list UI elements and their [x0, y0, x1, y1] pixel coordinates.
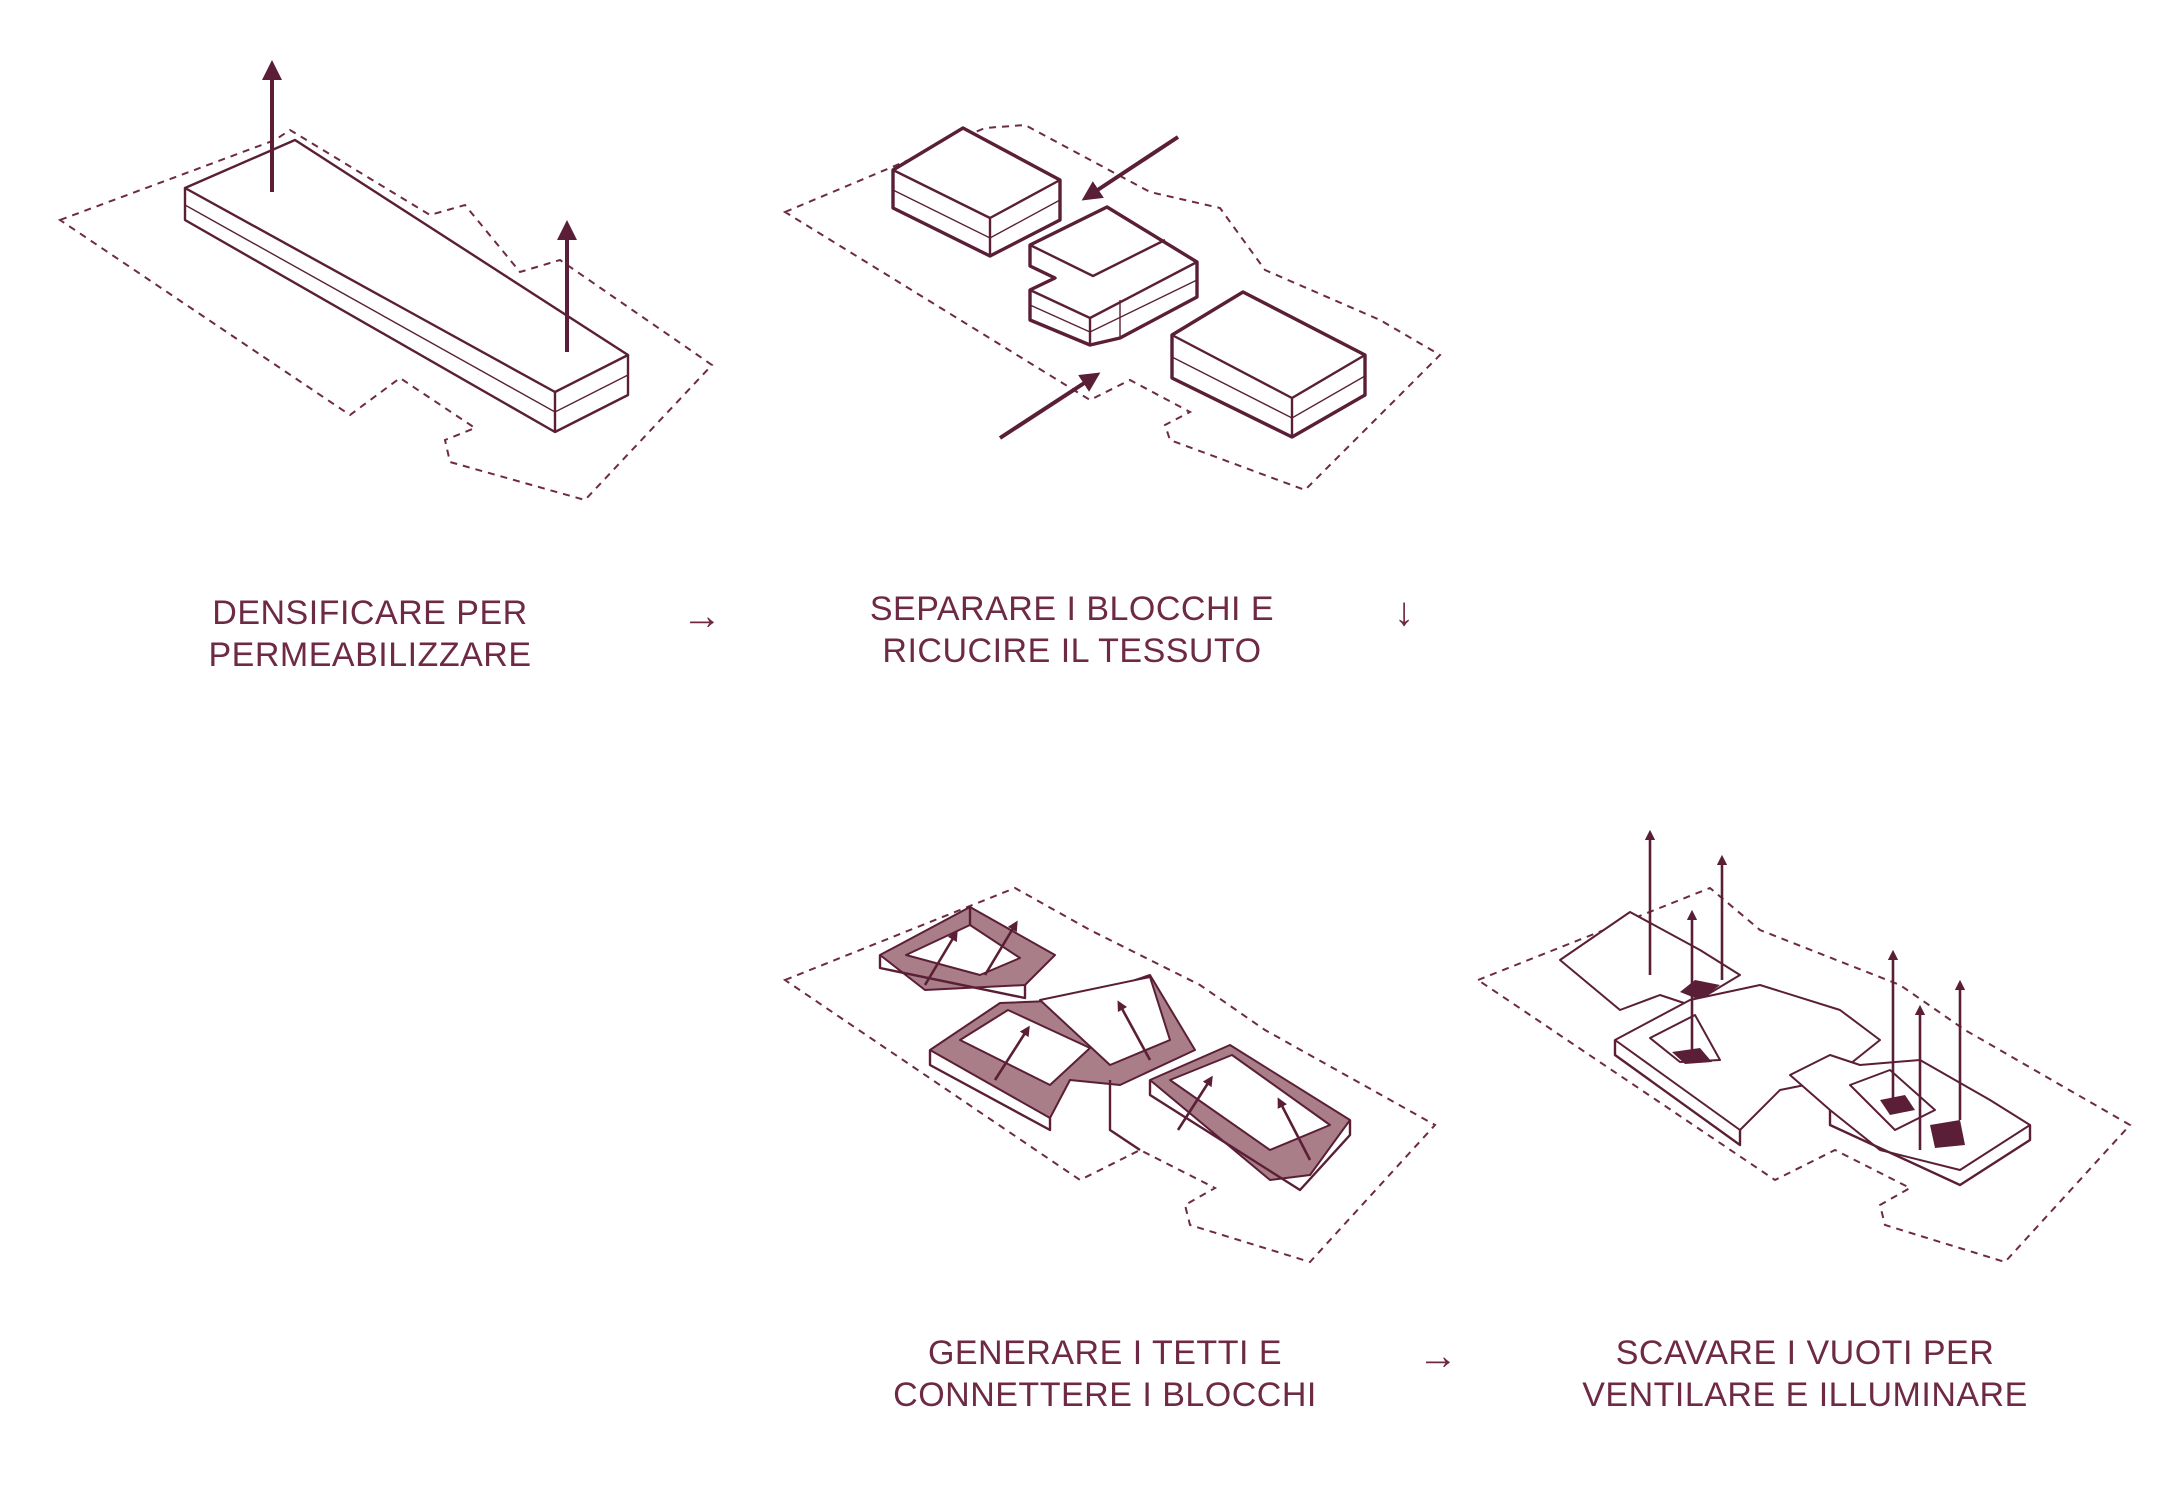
step2-diagram: [782, 123, 1442, 492]
next-arrow: →: [682, 594, 722, 638]
site-boundary: [782, 886, 1437, 1264]
caption-step1: DENSIFICARE PER PERMEABILIZZARE: [180, 592, 560, 676]
step3-diagram: [782, 886, 1437, 1264]
caption-line: SEPARARE I BLOCCHI E: [869, 590, 1275, 628]
site-boundary: [57, 128, 714, 502]
caption-step2: SEPARARE I BLOCCHI E RICUCIRE IL TESSUTO: [862, 588, 1282, 672]
block-a: [891, 126, 1062, 258]
site-boundary: [1475, 886, 2132, 1264]
caption-step4: SCAVARE I VUOTI PER VENTILARE E ILLUMINA…: [1570, 1332, 2040, 1416]
step1-diagram: [57, 60, 714, 502]
down-arrow: ↓: [1394, 590, 1414, 634]
roof-arrow: [923, 930, 958, 986]
push-arrow: [998, 372, 1101, 440]
push-arrow: [1081, 135, 1180, 201]
caption-line: GENERARE I TETTI E: [927, 1334, 1283, 1372]
caption-line: PERMEABILIZZARE: [208, 636, 532, 674]
caption-line: RICUCIRE IL TESSUTO: [882, 632, 1262, 670]
caption-line: SCAVARE I VUOTI PER: [1615, 1334, 1995, 1372]
roof-arrow: [983, 920, 1018, 976]
site-boundary: [782, 123, 1442, 492]
next-arrow: →: [1418, 1334, 1458, 1378]
caption-line: CONNETTERE I BLOCCHI: [893, 1376, 1317, 1414]
caption-line: VENTILARE E ILLUMINARE: [1582, 1376, 2028, 1414]
block-c: [1170, 290, 1367, 439]
caption-step3: GENERARE I TETTI E CONNETTERE I BLOCCHI: [885, 1332, 1325, 1416]
roof-arrow: [1117, 1000, 1152, 1061]
roof-arrow: [1176, 1075, 1213, 1131]
step4-diagram: [1475, 829, 2132, 1264]
roof-arrow: [993, 1025, 1030, 1081]
roof-arrow: [1277, 1097, 1312, 1161]
caption-line: DENSIFICARE PER: [212, 594, 528, 632]
slab-top: [183, 138, 630, 394]
